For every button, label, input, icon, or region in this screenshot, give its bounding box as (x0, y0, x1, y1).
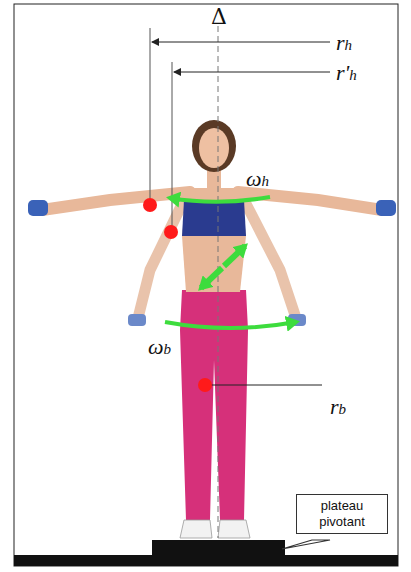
rotation-axis (218, 26, 219, 538)
callout-tail (282, 540, 330, 549)
radius-line (207, 385, 322, 386)
shoe (180, 520, 212, 538)
frame (14, 4, 398, 566)
dumbbell (376, 200, 396, 216)
angular-velocity-label: ωb (148, 336, 171, 358)
radius-label: r'h (336, 62, 357, 84)
mass-point (198, 378, 212, 392)
reference-line (172, 62, 173, 226)
mass-point (164, 225, 178, 239)
arm (42, 192, 190, 210)
callout-text: plateau pivotant (303, 498, 381, 529)
face (199, 128, 229, 168)
rotation-arrow (170, 197, 270, 202)
arm (238, 192, 382, 210)
mass-point (143, 198, 157, 212)
dumbbell (28, 200, 48, 216)
radius-arrow (174, 72, 330, 73)
floor (14, 555, 398, 566)
twist-arrow (201, 268, 222, 288)
callout-box: plateau pivotant (296, 494, 388, 534)
twist-arrow (224, 246, 245, 266)
angular-velocity-label: ωh (246, 168, 269, 190)
top (182, 200, 246, 236)
radius-arrow (152, 42, 330, 43)
axis-label: Δ (211, 6, 227, 28)
hair (192, 120, 236, 172)
radius-label: rh (336, 32, 352, 54)
shoe (218, 520, 250, 538)
rotation-arrow (165, 322, 296, 328)
platform (152, 540, 285, 556)
reference-line (150, 28, 151, 198)
radius-label: rb (330, 396, 346, 418)
